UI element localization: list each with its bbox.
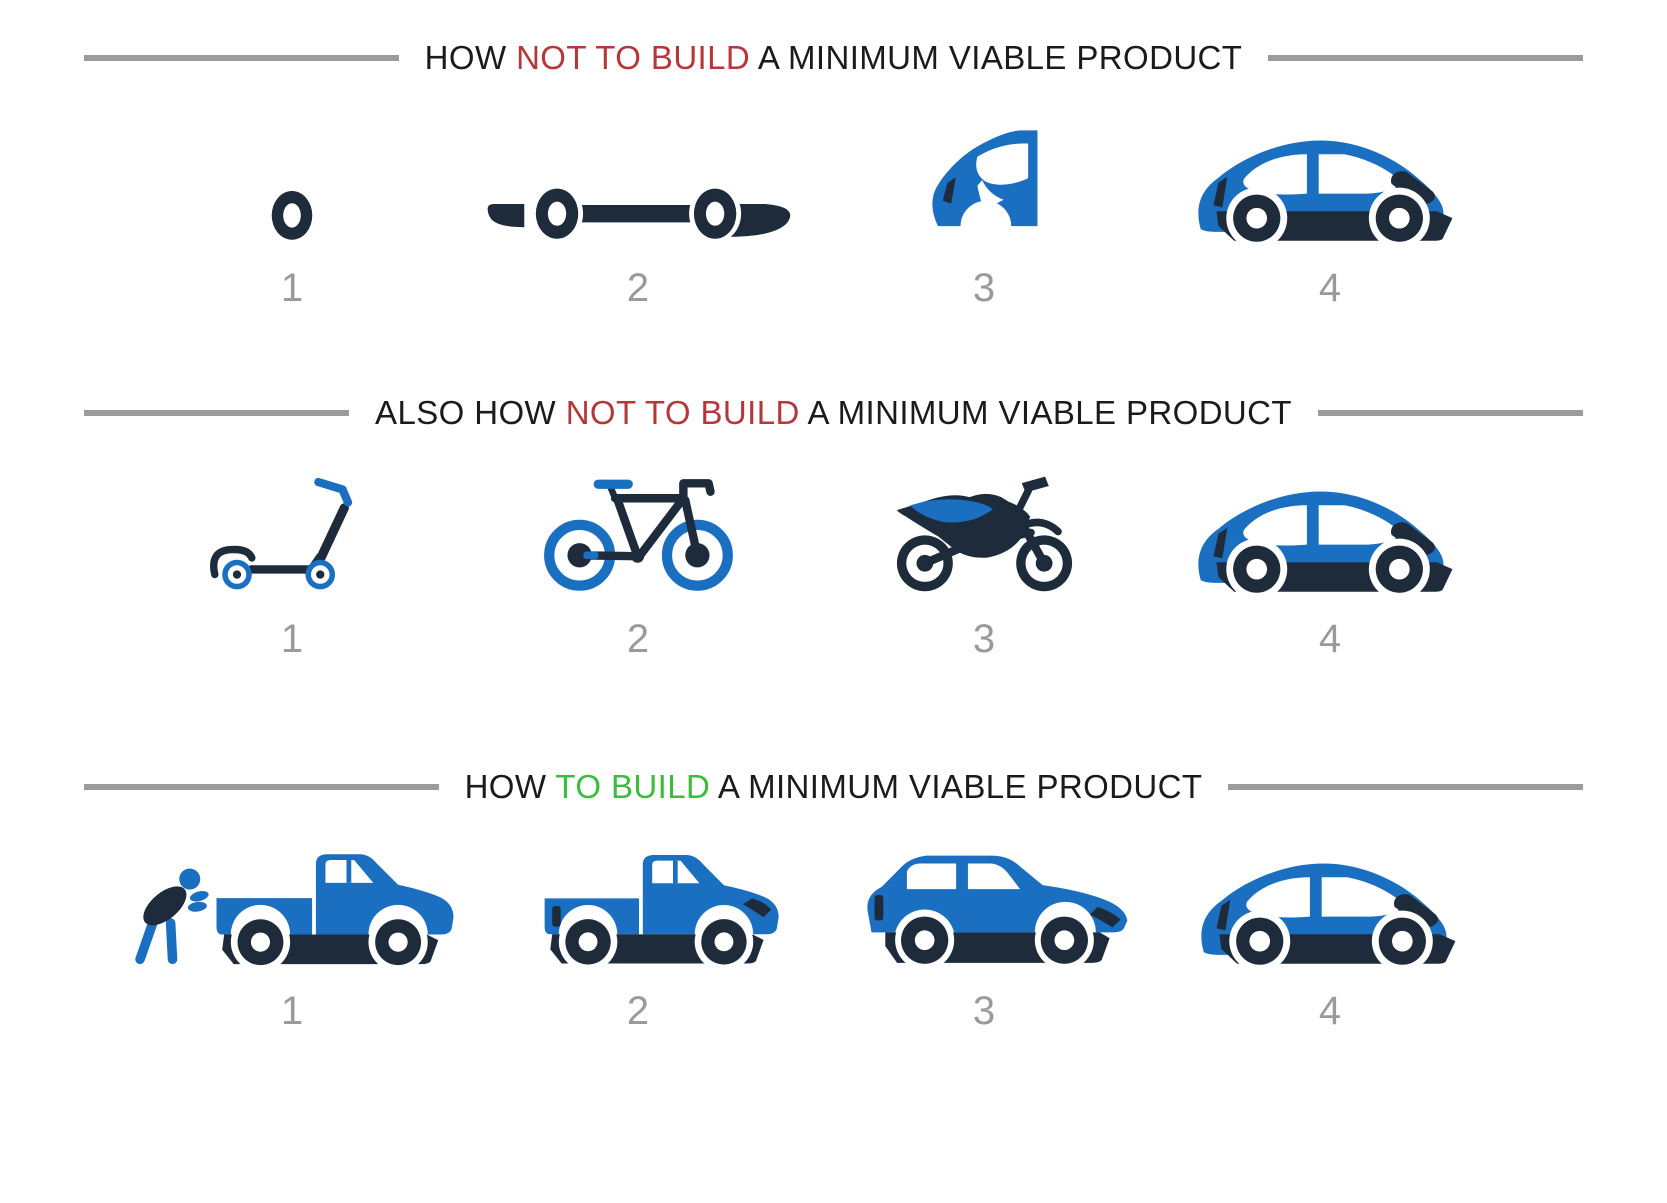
car-icon bbox=[1197, 490, 1452, 600]
divider-line-right bbox=[1228, 784, 1583, 790]
pickup-pushed-icon bbox=[135, 853, 454, 972]
title-highlight: NOT TO BUILD bbox=[565, 394, 800, 431]
scooter-icon bbox=[209, 478, 352, 590]
icons-row bbox=[0, 441, 1667, 600]
divider-line-left bbox=[84, 55, 399, 61]
sedan-icon bbox=[867, 856, 1128, 971]
bicycle-icon bbox=[543, 478, 733, 591]
title-text: HOW bbox=[424, 39, 517, 76]
title-text: ALSO HOW bbox=[375, 394, 566, 431]
step-number: 3 bbox=[972, 266, 996, 310]
motorcycle-icon bbox=[896, 476, 1072, 592]
icons-row bbox=[0, 813, 1667, 972]
section-title: ALSO HOW NOT TO BUILD A MINIMUM VIABLE P… bbox=[375, 391, 1292, 435]
step-number: 2 bbox=[626, 266, 650, 310]
section-header: HOW NOT TO BUILD A MINIMUM VIABLE PRODUC… bbox=[0, 36, 1667, 80]
car-door-icon bbox=[932, 130, 1038, 226]
pickup-icon bbox=[544, 855, 780, 972]
pickup-truck bbox=[216, 853, 454, 972]
step-number: 1 bbox=[280, 617, 304, 661]
wheel-icon bbox=[271, 191, 313, 240]
section-how-not-to-build: HOW NOT TO BUILD A MINIMUM VIABLE PRODUC… bbox=[0, 36, 1667, 316]
step-number: 2 bbox=[626, 617, 650, 661]
step-number: 4 bbox=[1318, 617, 1342, 661]
step-number: 4 bbox=[1318, 989, 1342, 1033]
step-number: 2 bbox=[626, 989, 650, 1033]
numbers-row: 1 2 3 4 bbox=[0, 617, 1667, 667]
title-text: A MINIMUM VIABLE PRODUCT bbox=[799, 394, 1292, 431]
step-number: 3 bbox=[972, 617, 996, 661]
section-header: HOW TO BUILD A MINIMUM VIABLE PRODUCT bbox=[0, 765, 1667, 809]
icons-row bbox=[0, 88, 1667, 249]
section-how-to-build: HOW TO BUILD A MINIMUM VIABLE PRODUCT bbox=[0, 765, 1667, 1039]
divider-line-left bbox=[84, 784, 439, 790]
section-header: ALSO HOW NOT TO BUILD A MINIMUM VIABLE P… bbox=[0, 391, 1667, 435]
car-icon bbox=[1197, 139, 1452, 249]
step-number: 4 bbox=[1318, 266, 1342, 310]
divider-line-left bbox=[84, 410, 350, 416]
title-text: A MINIMUM VIABLE PRODUCT bbox=[710, 768, 1203, 805]
person-pushing-icon bbox=[135, 868, 209, 964]
chassis-icon bbox=[487, 185, 791, 243]
title-text: A MINIMUM VIABLE PRODUCT bbox=[750, 39, 1243, 76]
section-title: HOW TO BUILD A MINIMUM VIABLE PRODUCT bbox=[465, 765, 1203, 809]
step-number: 3 bbox=[972, 989, 996, 1033]
section-also-how-not-to-build: ALSO HOW NOT TO BUILD A MINIMUM VIABLE P… bbox=[0, 391, 1667, 667]
divider-line-right bbox=[1268, 55, 1584, 61]
car-icon bbox=[1201, 862, 1456, 972]
section-title: HOW NOT TO BUILD A MINIMUM VIABLE PRODUC… bbox=[425, 36, 1243, 80]
numbers-row: 1 2 3 4 bbox=[0, 989, 1667, 1039]
divider-line-right bbox=[1317, 410, 1584, 416]
step-number: 1 bbox=[280, 266, 304, 310]
title-text: HOW bbox=[464, 768, 556, 805]
title-highlight: TO BUILD bbox=[555, 768, 711, 805]
title-highlight: NOT TO BUILD bbox=[516, 39, 751, 76]
numbers-row: 1 2 3 4 bbox=[0, 266, 1667, 316]
infographic: HOW NOT TO BUILD A MINIMUM VIABLE PRODUC… bbox=[0, 36, 1667, 1039]
step-number: 1 bbox=[280, 989, 304, 1033]
